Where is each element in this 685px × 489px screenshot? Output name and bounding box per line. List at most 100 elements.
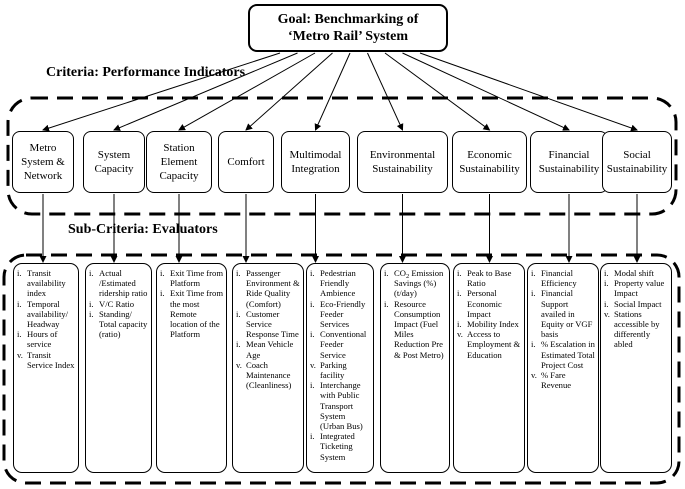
- evaluator-marker: i.: [310, 431, 315, 442]
- evaluator-text: Pedestrian Friendly Ambience: [320, 268, 356, 299]
- evaluator-text-subscript: 2: [405, 273, 410, 280]
- evaluator-marker: i.: [310, 298, 315, 309]
- criterion-label: System &: [21, 156, 65, 168]
- evaluator-marker: i.: [89, 268, 94, 278]
- criterion-label: Financial: [548, 149, 590, 161]
- evaluator-marker: i.: [457, 268, 462, 278]
- evaluator-text: Financial Support availed in Equity or V…: [541, 288, 593, 340]
- criterion-label: Economic: [467, 149, 512, 161]
- goal-arrow: [402, 52, 570, 131]
- evaluator-item: i. Conventional Feeder Service: [310, 329, 370, 360]
- criterion-label: Element: [160, 156, 198, 168]
- evaluator-marker: v.: [457, 329, 463, 340]
- evaluator-text: Access to Employment & Education: [467, 329, 521, 360]
- evaluator-marker: i.: [604, 298, 609, 309]
- criterion-label: Environmental: [369, 149, 436, 161]
- evaluator-text: Conventional Feeder Service: [320, 329, 367, 360]
- evaluator-text: % Escalation in Estimated Total Project …: [541, 339, 595, 370]
- evaluator-marker: i.: [310, 329, 315, 340]
- evaluator-marker: i.: [160, 268, 165, 278]
- evaluator-item: i. Mobility Index: [457, 319, 521, 329]
- goal-arrow: [245, 52, 333, 131]
- evaluator-marker: i.: [457, 319, 462, 330]
- evaluator-text: Personal Economic Impact: [467, 288, 502, 319]
- goal-title-line2: ‘Metro Rail’ System: [288, 29, 408, 44]
- evaluator-marker: i.: [89, 298, 94, 309]
- criterion-label: Metro: [29, 142, 57, 154]
- evaluator-text: Resource Consumption Impact (Fuel Miles …: [394, 298, 444, 360]
- criterion-label: Integration: [291, 163, 340, 175]
- criterion-label: Capacity: [94, 163, 134, 175]
- criterion-label: Multimodal: [289, 149, 342, 161]
- evaluator-marker: i.: [310, 380, 315, 391]
- evaluator-item: i.Integrated Ticketing System: [310, 431, 370, 462]
- evaluator-text: Interchange with Public Transport System…: [320, 380, 363, 432]
- evaluator-item: i. V/C Ratio: [89, 299, 148, 309]
- evaluator-text: Mean Vehicle Age: [246, 339, 294, 360]
- evaluator-item: i.Mean Vehicle Age: [236, 339, 300, 359]
- evaluator-text: CO2 Emission Savings (%) (t/day): [394, 268, 446, 299]
- evaluator-text-part: Emission Savings (%) (t/day): [394, 268, 444, 299]
- evaluator-marker: i.: [17, 298, 22, 309]
- evaluator-item: v.Transit Service Index: [17, 350, 75, 370]
- evaluator-marker: i.: [457, 288, 462, 299]
- evaluator-item: i.CO2 Emission Savings (%) (t/day): [384, 268, 446, 299]
- evaluator-marker: v.: [604, 308, 610, 319]
- subcriteria-section-title: Sub-Criteria: Evaluators: [68, 222, 218, 237]
- criterion-label: Network: [23, 170, 63, 182]
- evaluator-item: i. Temporal availability/ Headway: [17, 299, 75, 330]
- evaluator-marker: i.: [531, 339, 536, 350]
- evaluator-text: Coach Maintenance (Cleanliness): [246, 359, 292, 391]
- evaluator-marker: i.: [236, 268, 241, 278]
- evaluator-item: i.Transit availability index: [17, 268, 75, 299]
- subcriteria-box: i.Passenger Environment & Ride Quality (…: [232, 263, 304, 473]
- evaluator-marker: i.: [17, 329, 22, 340]
- criterion-label: Sustainability: [538, 163, 600, 175]
- criterion-label: Capacity: [159, 170, 199, 182]
- subcriteria-box: i. Financial Efficiency i. Financial Suppor…: [527, 263, 599, 473]
- evaluator-text: V/C Ratio: [99, 298, 135, 309]
- evaluator-item: v.% Fare Revenue: [531, 370, 595, 390]
- evaluator-text: Peak to Base Ratio: [467, 268, 512, 289]
- evaluator-marker: v.: [17, 349, 23, 360]
- criterion-box: Comfort: [218, 131, 274, 193]
- goal-arrow: [113, 52, 298, 131]
- evaluator-marker: i.: [531, 288, 536, 299]
- evaluator-text: Financial Efficiency: [541, 268, 577, 289]
- evaluator-item: i. Eco-Friendly Feeder Services: [310, 299, 370, 330]
- criteria-to-subcriteria-lines: [39, 194, 641, 263]
- evaluator-marker: i.: [89, 308, 94, 319]
- evaluator-text: Temporal availability/ Headway: [27, 298, 69, 330]
- evaluator-text: Mobility Index: [467, 319, 519, 330]
- evaluator-text: Transit availability index: [27, 268, 66, 299]
- evaluator-item: i. Standing/ Total capacity (ratio): [89, 309, 148, 340]
- subcriteria-group-frame: [2, 253, 681, 485]
- goal-title-line1: Goal: Benchmarking of: [277, 12, 419, 27]
- goal-box: Goal: Benchmarking of ‘Metro Rail’ Syste…: [248, 4, 448, 52]
- criterion-label: Sustainability: [459, 163, 520, 175]
- evaluator-text: Parking facility: [320, 359, 347, 381]
- evaluator-item: i. Personal Economic Impact: [457, 288, 521, 319]
- evaluator-text: Hours of service: [27, 329, 58, 350]
- evaluator-text: Eco-Friendly Feeder Services: [320, 298, 366, 330]
- evaluator-item: i. Interchange with Public Transport Syst…: [310, 380, 370, 431]
- evaluator-text: Exit Time from Platform: [170, 268, 224, 289]
- criterion-label: Sustainability: [606, 163, 668, 175]
- evaluator-item: i.Pedestrian Friendly Ambience: [310, 268, 370, 299]
- evaluator-marker: i.: [604, 278, 609, 289]
- evaluator-item: i.Actual /Estimated ridership ratio: [89, 268, 148, 299]
- evaluator-marker: v.: [531, 370, 537, 381]
- evaluator-item: i.Customer Service Response Time: [236, 309, 300, 340]
- evaluator-item: i. Peak to Base Ratio: [457, 268, 521, 288]
- subcriteria-box: i. Peak to Base Ratio i. Personal Economic …: [453, 263, 525, 473]
- evaluator-item: i. Financial Support availed in Equity or…: [531, 288, 595, 339]
- evaluator-text: Standing/ Total capacity (ratio): [99, 308, 148, 340]
- criteria-section-title: Criteria: Performance Indicators: [46, 65, 246, 80]
